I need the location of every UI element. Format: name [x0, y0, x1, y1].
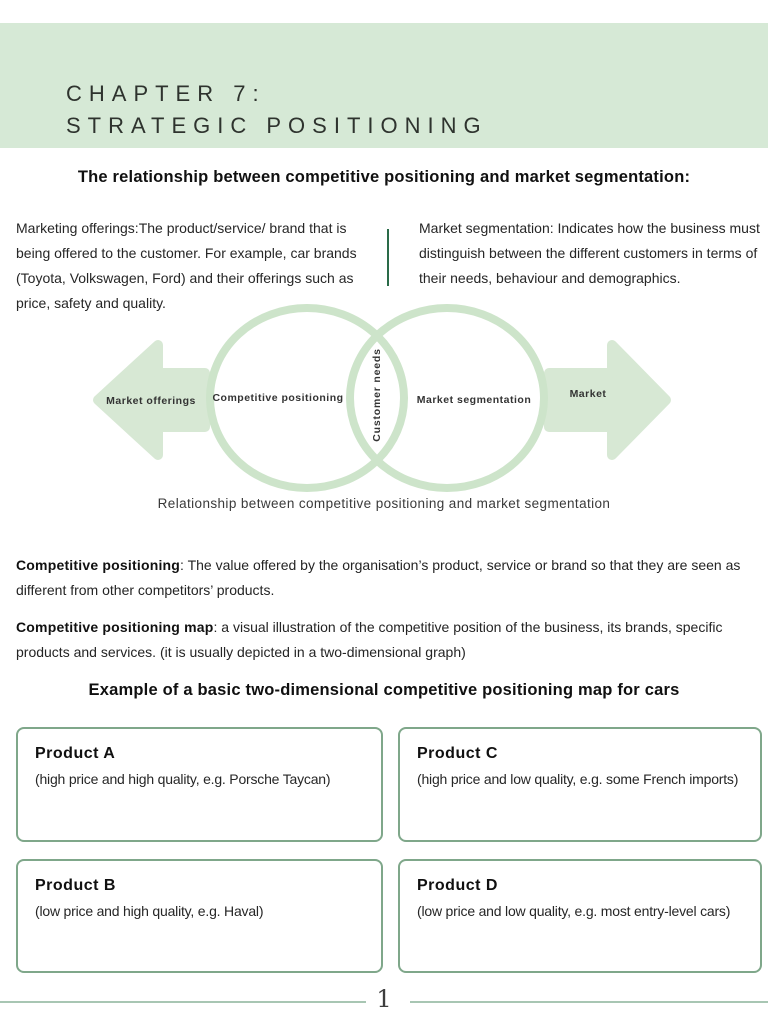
left-arrow-shape [93, 340, 210, 460]
overlap-label: Customer needs [371, 348, 383, 442]
venn-diagram [0, 300, 768, 515]
definition-term: Competitive positioning [16, 557, 181, 573]
right-arrow-label: Market [569, 388, 607, 400]
product-d-box: Product D (low price and low quality, e.… [398, 859, 762, 973]
venn-diagram-graphic [93, 304, 671, 492]
product-c-description: (high price and low quality, e.g. some F… [417, 771, 739, 787]
right-arrow-shape [544, 340, 671, 460]
product-b-title: Product B [35, 877, 116, 894]
footer-rule-left [0, 1001, 366, 1003]
positioning-map-heading: Example of a basic two-dimensional compe… [88, 681, 680, 699]
column-divider [387, 229, 389, 286]
right-circle-label: Market segmentation [416, 394, 532, 406]
definition-text: : The value offered by the organisation’… [16, 557, 741, 598]
product-a-title: Product A [35, 745, 116, 762]
product-b-description: (low price and high quality, e.g. Haval) [35, 903, 264, 919]
definition-term: Competitive positioning map [16, 619, 214, 635]
left-circle [206, 304, 408, 492]
left-circle-label: Competitive positioning [212, 392, 344, 404]
product-a-description: (high price and high quality, e.g. Porsc… [35, 771, 331, 787]
market-segmentation-paragraph: Market segmentation: Indicates how the b… [419, 220, 760, 286]
page-number: 1 [376, 985, 392, 1013]
chapter-header-band: CHAPTER 7: STRATEGIC POSITIONING [0, 23, 768, 148]
product-a-box: Product A (high price and high quality, … [16, 727, 383, 842]
relationship-section-heading: The relationship between competitive pos… [77, 168, 691, 186]
chapter-title-line1: CHAPTER 7: [66, 81, 266, 106]
footer-rule-right [410, 1001, 768, 1003]
definition-text: : a visual illustration of the competiti… [16, 619, 723, 660]
chapter-title-line2: STRATEGIC POSITIONING [66, 113, 488, 138]
diagram-caption: Relationship between competitive positio… [157, 496, 611, 511]
chapter-title: CHAPTER 7: STRATEGIC POSITIONING [66, 78, 488, 142]
competitive-positioning-map-definition: Competitive positioning map: a visual il… [16, 615, 764, 664]
product-c-title: Product C [417, 745, 498, 762]
competitive-positioning-definition: Competitive positioning: The value offer… [16, 553, 764, 602]
product-c-box: Product C (high price and low quality, e… [398, 727, 762, 842]
left-arrow-label: Market offerings [106, 395, 196, 407]
product-b-box: Product B (low price and high quality, e… [16, 859, 383, 973]
product-d-description: (low price and low quality, e.g. most en… [417, 903, 731, 919]
marketing-offerings-paragraph: Marketing offerings:The product/service/… [16, 220, 357, 311]
right-circle [346, 304, 548, 492]
product-d-title: Product D [417, 877, 498, 894]
